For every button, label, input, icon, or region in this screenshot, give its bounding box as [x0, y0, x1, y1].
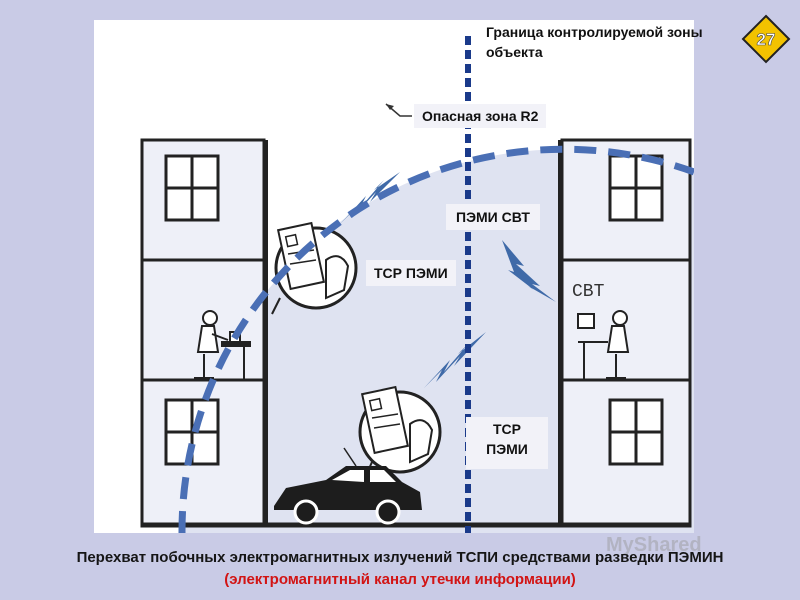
slide-number-badge: 27	[741, 14, 791, 64]
boundary-label: Граница контролируемой зоны объекта	[486, 24, 703, 60]
window	[164, 154, 220, 222]
danger-zone-arc	[178, 145, 694, 533]
scene-illustration	[140, 36, 694, 533]
tsr-label-line1: ТСР	[493, 421, 521, 437]
car-icon	[274, 447, 422, 525]
watermark: MyShared	[606, 534, 702, 556]
tsr-pemi-lower-label: ТСР ПЭМИ	[466, 417, 548, 469]
tsr-pemi-upper-label: ТСР ПЭМИ	[366, 260, 456, 286]
window	[608, 154, 664, 222]
interceptor-lower-icon	[358, 385, 442, 474]
danger-zone-label: Опасная зона R2	[414, 104, 547, 128]
svt-label: СВТ	[572, 282, 605, 302]
tsr-label-line2: ПЭМИ	[486, 441, 528, 457]
diagram-panel: Граница контролируемой зоны объекта Опас…	[94, 20, 703, 533]
caption-main: Перехват побочных электромагнитных излуч…	[76, 549, 724, 566]
operator-left-icon	[194, 310, 251, 380]
operator-right-icon	[577, 310, 630, 380]
slide-number: 27	[757, 30, 776, 49]
caption-sub: (электромагнитный канал утечки информаци…	[224, 571, 576, 588]
lightning-bolt-icon	[340, 172, 400, 224]
pemi-svt-label: ПЭМИ СВТ	[446, 204, 540, 230]
window	[608, 398, 664, 466]
connector-line	[271, 297, 281, 315]
